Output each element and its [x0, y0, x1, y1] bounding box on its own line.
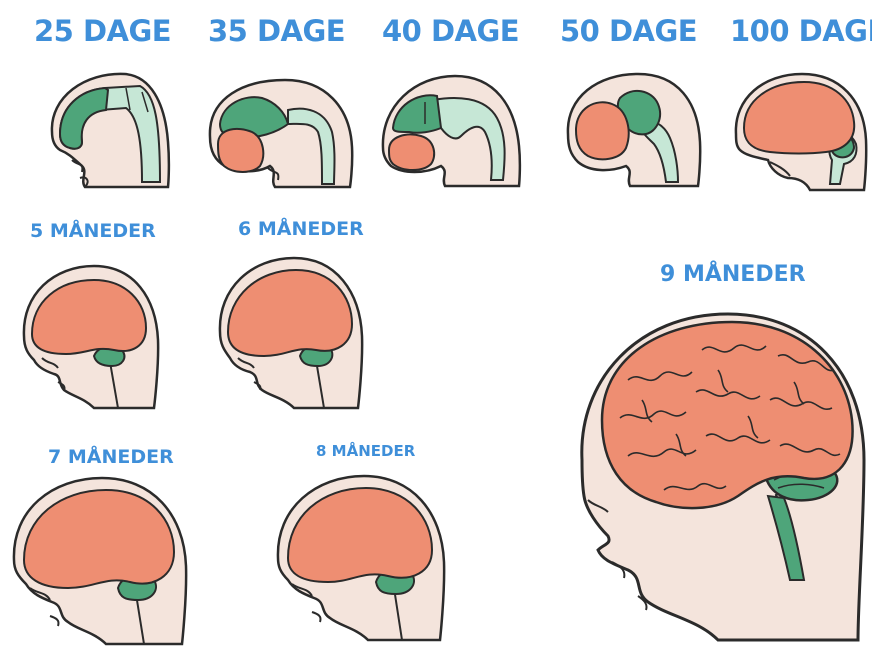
stage-label-9-months: 9 MÅNEDER — [660, 262, 806, 287]
fetus-5-months-illustration — [14, 258, 164, 418]
stage-label-5-months: 5 MÅNEDER — [30, 220, 156, 242]
newborn-9-months-illustration — [568, 300, 868, 644]
embryo-35-days-illustration — [200, 62, 360, 192]
fetus-8-months-illustration — [270, 466, 450, 644]
fetus-6-months-illustration — [210, 252, 370, 418]
stage-label-35-days: 35 DAGE — [208, 14, 345, 48]
stage-label-6-months: 6 MÅNEDER — [238, 218, 364, 240]
fetus-100-days-illustration — [730, 64, 870, 194]
fetus-7-months-illustration — [6, 470, 192, 646]
stage-label-40-days: 40 DAGE — [382, 14, 519, 48]
stage-label-100-days: 100 DAGE — [730, 14, 872, 48]
stage-label-8-months: 8 MÅNEDER — [316, 442, 415, 460]
stage-label-25-days: 25 DAGE — [34, 14, 171, 48]
stage-label-50-days: 50 DAGE — [560, 14, 697, 48]
embryo-40-days-illustration — [375, 66, 530, 192]
embryo-50-days-illustration — [560, 62, 710, 192]
stage-label-7-months: 7 MÅNEDER — [48, 446, 174, 468]
embryo-25-days-illustration — [30, 62, 180, 192]
